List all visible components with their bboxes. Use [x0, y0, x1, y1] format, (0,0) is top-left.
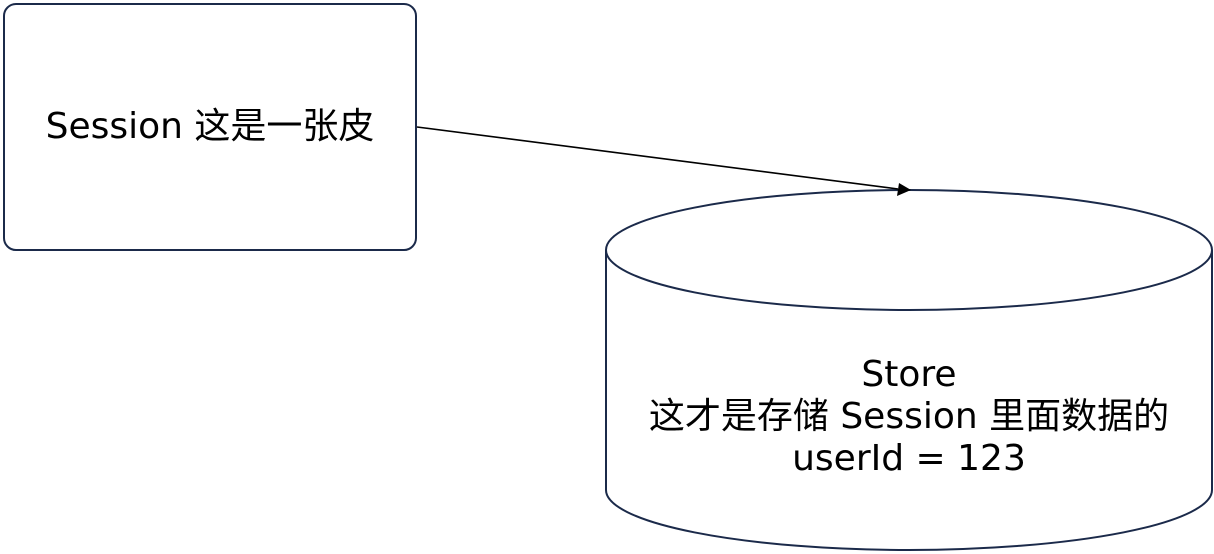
store-label-line-2: 这才是存储 Session 里面数据的: [648, 396, 1170, 437]
store-cylinder[interactable]: [605, 189, 1213, 551]
session-box[interactable]: [3, 3, 417, 251]
session-to-store-arrow: [416, 126, 911, 196]
arrowhead: [897, 183, 911, 196]
store-label: Store 这才是存储 Session 里面数据的 userId = 123: [606, 354, 1212, 480]
store-cylinder-body: [605, 250, 1213, 551]
session-label: Session 这是一张皮: [45, 106, 375, 147]
store-label-line-1: Store: [861, 354, 957, 395]
store-cylinder-top: [605, 189, 1213, 311]
arrow-line: [416, 126, 899, 190]
store-label-line-3: userId = 123: [792, 438, 1026, 479]
